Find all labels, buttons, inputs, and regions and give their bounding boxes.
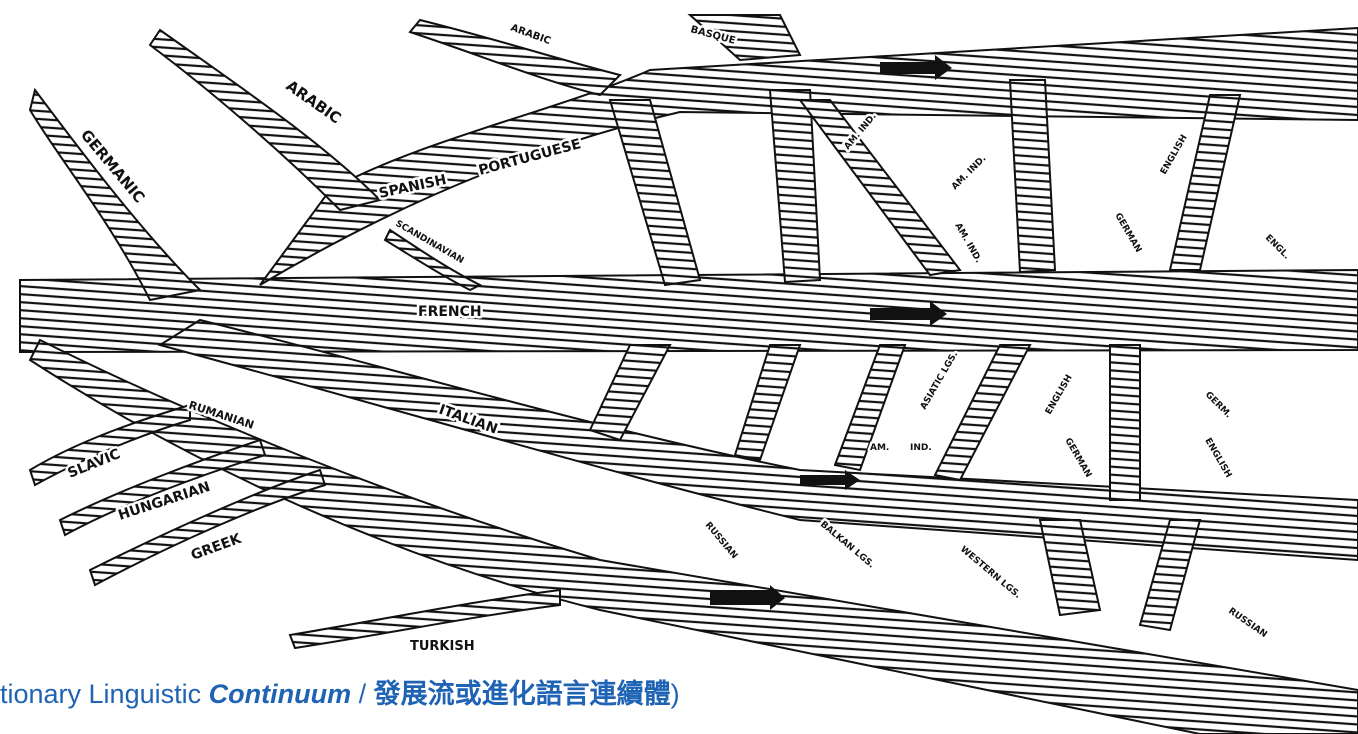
caption-emphasis: Continuum (209, 679, 351, 709)
label-english-1: ENGLISH (1159, 133, 1190, 176)
label-am-ind-2: AM. IND. (950, 154, 988, 192)
caption-suffix: ) (671, 679, 680, 709)
label-engl: ENGL. (1263, 233, 1291, 261)
label-western: WESTERN LGS. (958, 545, 1022, 601)
label-balkan: BALKAN LGS. (818, 520, 876, 571)
germanic-branch (30, 90, 200, 300)
label-russian-1: RUSSIAN (703, 521, 739, 562)
label-am-ind-3: AM. IND. (952, 222, 983, 265)
label-arabic: ARABIC (283, 77, 345, 128)
label-russian-2: RUSSIAN (1226, 606, 1268, 640)
caption-separator: / (351, 679, 374, 709)
label-german-2: GERMAN (1062, 437, 1093, 480)
label-am-ind-4a: AM. (870, 443, 889, 453)
caption-prefix: tionary Linguistic (0, 679, 209, 709)
label-turkish: TURKISH (410, 639, 475, 654)
label-english-2: ENGLISH (1044, 373, 1075, 416)
label-asiatic: ASIATIC LGS. (919, 350, 960, 412)
label-germ: GERM. (1203, 390, 1233, 420)
label-german-1: GERMAN (1112, 212, 1143, 255)
label-french: FRENCH (418, 304, 482, 320)
label-arabic-small: ARABIC (509, 22, 552, 47)
arabic-branch (150, 30, 380, 210)
label-am-ind-4b: IND. (910, 443, 932, 453)
label-english-3: ENGLISH (1202, 437, 1233, 480)
figure-caption: tionary Linguistic Continuum / 發展流或進化語言連… (0, 672, 680, 712)
caption-chinese: 發展流或進化語言連續體 (374, 679, 671, 710)
